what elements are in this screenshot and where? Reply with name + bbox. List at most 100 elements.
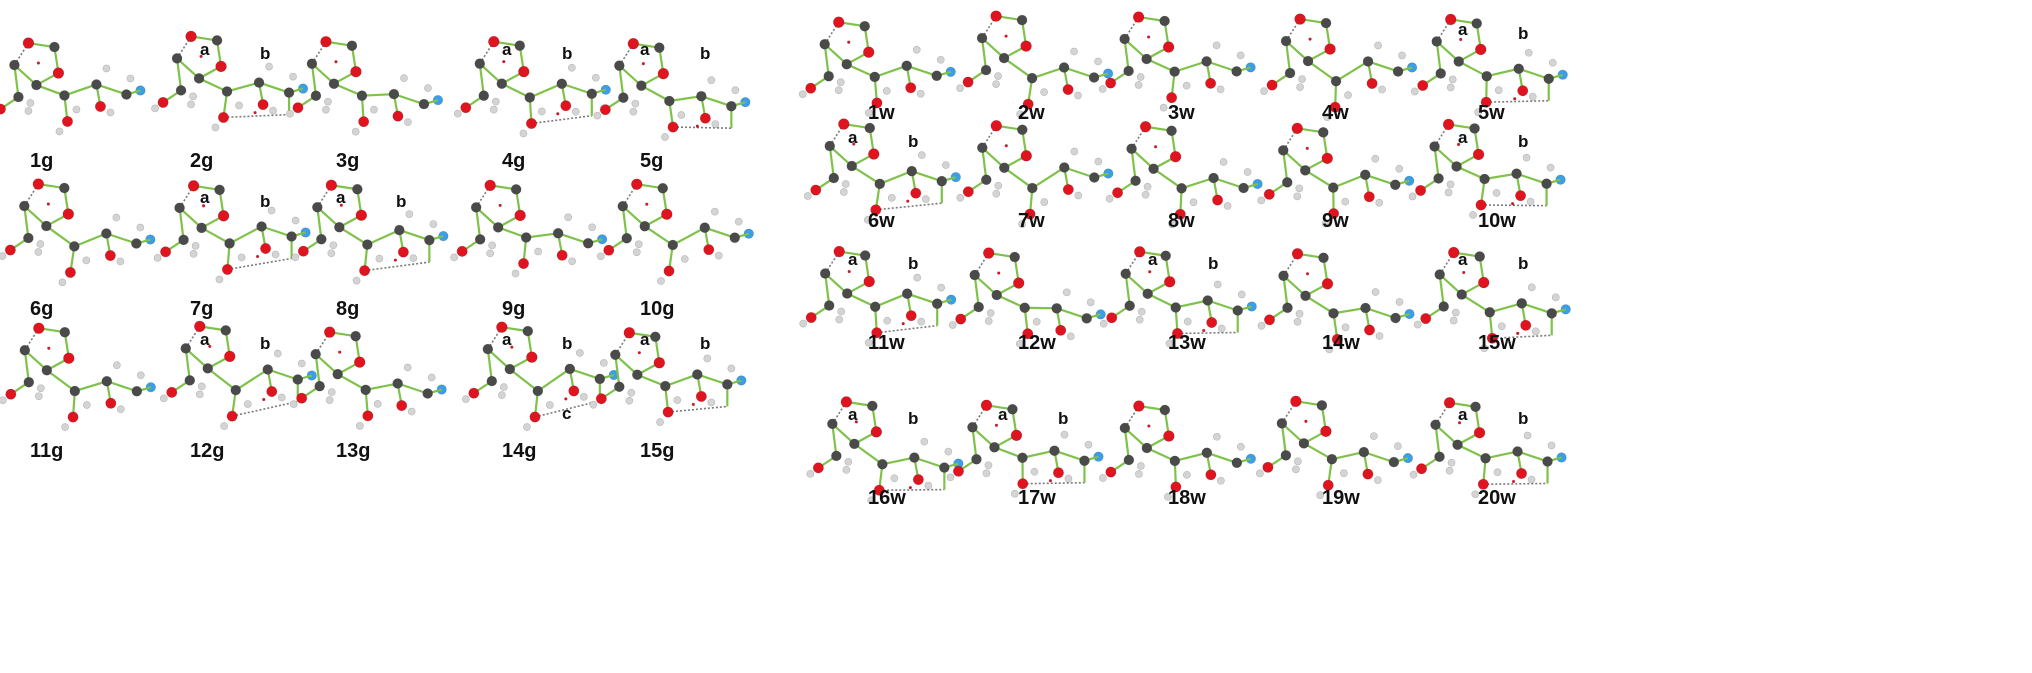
molecule-structure-11w (799, 245, 957, 347)
molecule-structure-18w (1098, 400, 1256, 501)
conformer-label: 3g (336, 150, 360, 172)
conformer-label: 1w (868, 102, 895, 124)
conformer-label: 17w (1018, 487, 1056, 509)
conformer-19w: 19w (1255, 395, 1413, 513)
molecule-structure-15g (589, 327, 747, 426)
conformer-4w: 4w (1260, 10, 1418, 128)
conformer-7g: a b 7g (153, 178, 311, 324)
hbond-label-a: a (640, 330, 650, 349)
hbond-label-b: b (260, 334, 271, 353)
hbond-label-b: b (1518, 132, 1529, 151)
hbond-label-a: a (1458, 405, 1468, 424)
hbond-label-b: b (260, 192, 271, 211)
conformer-2w: 2w (956, 10, 1114, 128)
molecule-structure-15w (1413, 246, 1571, 353)
conformer-label: 14g (502, 440, 537, 462)
conformer-5w: a b 5w (1410, 10, 1568, 128)
conformer-9w: 9w (1257, 118, 1415, 236)
molecule-structure-8w (1105, 121, 1263, 229)
molecule-structure-6w (803, 118, 961, 224)
conformer-9g: 9g (450, 178, 612, 324)
hbond-label-b: b (1208, 254, 1219, 273)
hbond-label-a: a (1458, 20, 1468, 39)
hbond-label-b: b (396, 192, 407, 211)
hbond-label-a: a (200, 188, 210, 207)
hbond-label-a: a (998, 405, 1008, 424)
hbond-label-a: a (1148, 250, 1158, 269)
conformer-label: 6w (868, 210, 895, 232)
conformer-label: 6g (30, 298, 54, 320)
conformer-12w: 12w (948, 240, 1108, 358)
molecule-structure-12w (948, 247, 1106, 348)
conformer-1g: 1g (0, 30, 150, 176)
molecule-structure-10w (1408, 118, 1566, 219)
conformer-label: 15g (640, 440, 675, 462)
hbond-label-a: a (200, 40, 210, 59)
conformer-3w: 3w (1098, 10, 1258, 128)
hbond-label-b: b (260, 44, 271, 63)
molecule-structure-8g (291, 179, 449, 285)
molecule-structure-4w (1260, 13, 1418, 122)
conformer-label: 8w (1168, 210, 1195, 232)
molecule-structure-3g (286, 36, 444, 136)
molecule-structure-19w (1255, 395, 1413, 500)
conformer-label: 5w (1478, 102, 1505, 124)
conformer-label: 11w (868, 332, 905, 354)
conformer-label: 12g (190, 440, 225, 462)
conformer-label: 2w (1018, 102, 1045, 124)
hbond-label-c: c (562, 404, 572, 423)
molecule-structure-5g (593, 37, 751, 141)
conformer-label: 8g (336, 298, 360, 320)
conformer-label: 10w (1478, 210, 1516, 232)
conformer-label: 10g (640, 298, 675, 320)
conformer-1w: 1w (798, 10, 958, 128)
hbond-label-b: b (562, 334, 573, 353)
conformer-label: 9w (1322, 210, 1349, 232)
molecule-structure-17w (946, 399, 1104, 498)
hbond-label-a: a (502, 40, 512, 59)
hbond-label-a: a (848, 405, 858, 424)
molecule-structure-2w (956, 10, 1114, 119)
molecule-structure-9w (1257, 122, 1415, 228)
conformer-label: 4g (502, 150, 526, 172)
conformer-label: 12w (1018, 332, 1056, 354)
molecule-structure-5w (1410, 13, 1568, 117)
conformer-label: 18w (1168, 487, 1206, 509)
molecule-structure-3w (1098, 11, 1256, 112)
conformer-11g: 11g (0, 320, 156, 466)
hbond-label-b: b (1518, 409, 1529, 428)
hbond-label-a: a (502, 330, 512, 349)
hbond-label-a: a (336, 188, 346, 207)
hbond-label-a: a (640, 40, 650, 59)
conformer-label: 2g (190, 150, 214, 172)
conformer-label: 3w (1168, 102, 1195, 124)
conformer-label: 13w (1168, 332, 1206, 354)
conformer-18w: 18w (1098, 395, 1258, 513)
hbond-label-a: a (1458, 250, 1468, 269)
hbond-label-a: a (1458, 128, 1468, 147)
conformer-3g: 3g (286, 30, 446, 176)
conformer-label: 9g (502, 298, 526, 320)
conformer-label: 7g (190, 298, 214, 320)
conformer-label: 15w (1478, 332, 1516, 354)
molecule-structure-4g (453, 35, 611, 138)
molecule-structure-7w (956, 120, 1114, 228)
conformer-10g: 10g (596, 178, 754, 324)
conformer-6g: 6g (0, 178, 156, 324)
hbond-label-b: b (1518, 24, 1529, 43)
molecule-structure-1g (0, 37, 146, 136)
molecule-structure-13g (289, 326, 447, 430)
hbond-label-b: b (908, 409, 919, 428)
conformer-label: 11g (30, 440, 64, 462)
hbond-label-b: b (1058, 409, 1069, 428)
conformer-label: 7w (1018, 210, 1045, 232)
